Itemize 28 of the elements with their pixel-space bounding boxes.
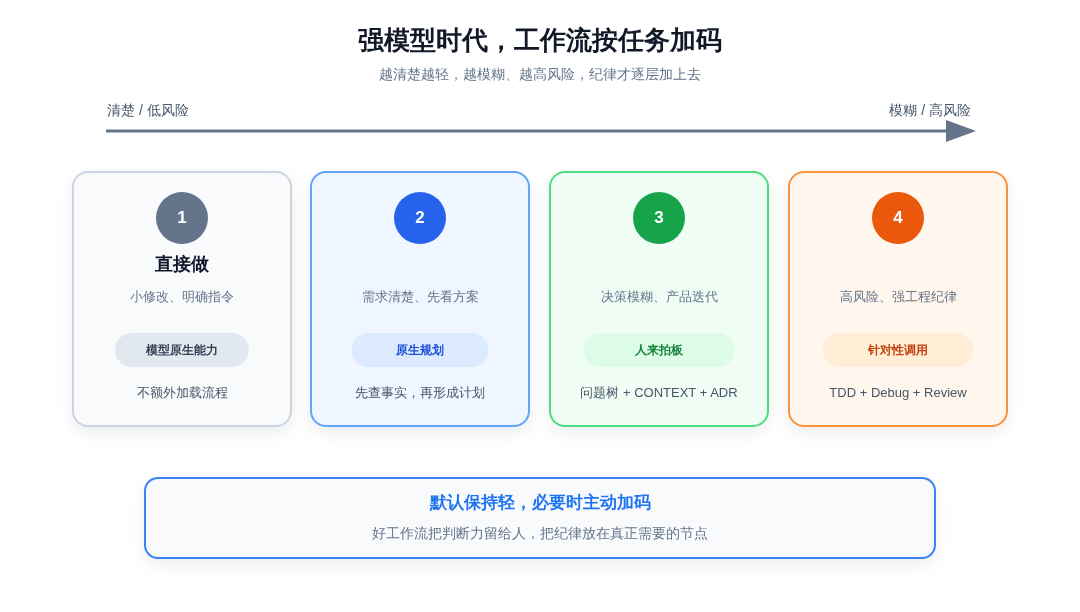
card (549, 171, 769, 427)
axis-label: 模糊 / 高风险 (889, 102, 971, 119)
tag-pill: 模型原生能力 (115, 333, 249, 367)
summary-panel (144, 477, 936, 559)
card (310, 171, 530, 427)
number-circle: 4 (872, 192, 924, 244)
card-subtitle: 高风险、强工程纪律 (839, 289, 957, 305)
number-circle: 2 (394, 192, 446, 244)
card-title: 直接做 (155, 254, 209, 276)
number-circle: 1 (156, 192, 208, 244)
card-subtitle: 需求清楚、先看方案 (361, 289, 479, 305)
card-subtitle: 小修改、明确指令 (130, 289, 234, 305)
number-circle: 3 (633, 192, 685, 244)
panel-heading: 默认保持轻，必要时主动加码 (429, 492, 651, 514)
card-footnote: 问题树 + CONTEXT + ADR (580, 385, 738, 401)
panel-text: 好工作流把判断力留给人，把纪律放在真正需要的节点 (372, 524, 708, 542)
card-footnote: 先查事实，再形成计划 (355, 385, 485, 401)
card (788, 171, 1008, 427)
tag-pill: 人来拍板 (583, 333, 735, 367)
subtitle: 越清楚越轻，越模糊、越高风险，纪律才逐层加上去 (379, 66, 701, 83)
tag-pill: 针对性调用 (823, 333, 973, 367)
axis-label: 清楚 / 低风险 (107, 102, 189, 119)
tag-pill: 原生规划 (351, 333, 489, 367)
title: 强模型时代，工作流按任务加码 (358, 25, 722, 57)
card-footnote: 不额外加载流程 (136, 385, 228, 401)
card (72, 171, 292, 427)
card-footnote: TDD + Debug + Review (829, 385, 967, 401)
card-subtitle: 决策模糊、产品迭代 (600, 289, 718, 305)
